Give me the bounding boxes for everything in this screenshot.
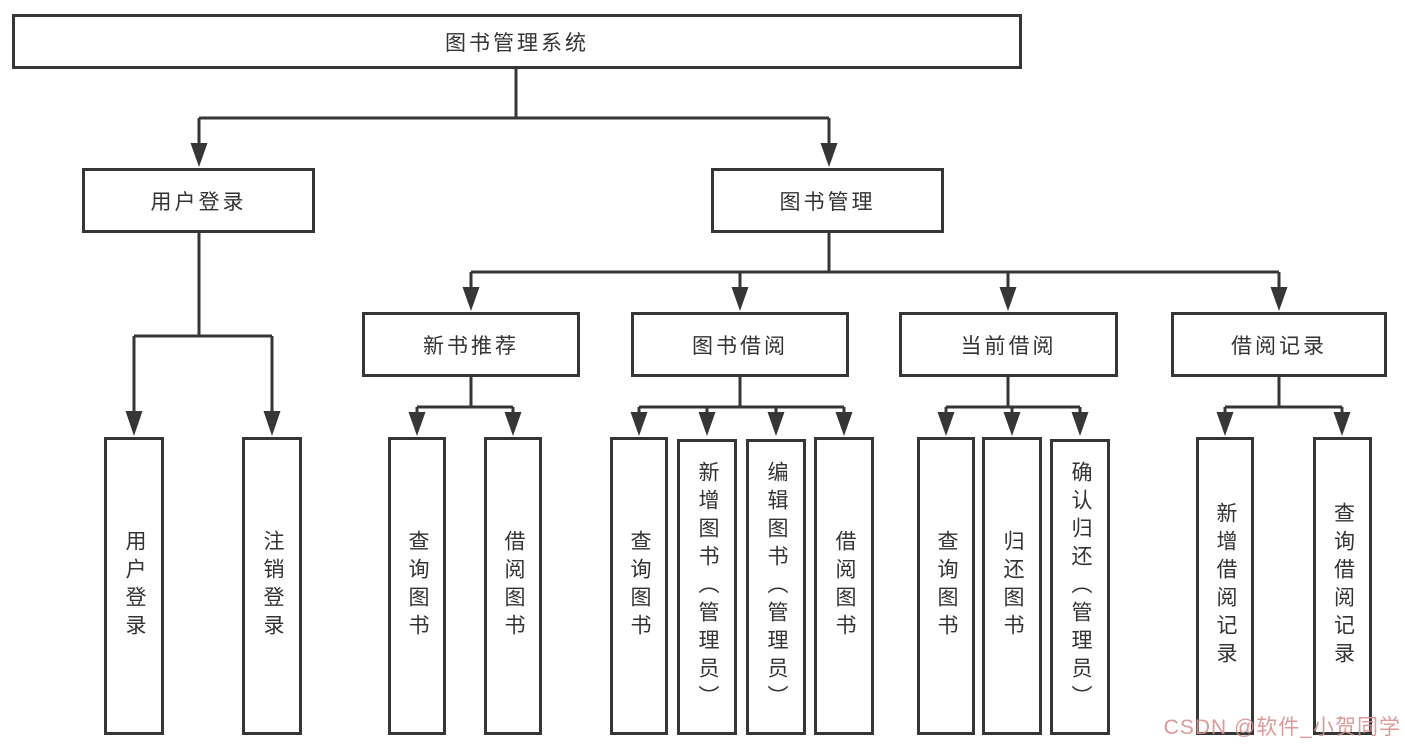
node-root-label: 图书管理系统 — [445, 31, 589, 55]
node-book-borrow: 图书借阅 — [631, 312, 849, 377]
node-borrow-records-label: 借阅记录 — [1231, 334, 1327, 358]
arrowheads — [125, 143, 1351, 436]
leaf-cb-confirm-return-admin-label: 确认归还（管理员） — [1069, 461, 1092, 713]
node-root: 图书管理系统 — [12, 14, 1022, 69]
leaf-br-query-record-label: 查询借阅记录 — [1331, 502, 1355, 670]
node-book-management-label: 图书管理 — [779, 190, 876, 214]
leaf-br-add-record-label: 新增借阅记录 — [1214, 502, 1237, 670]
node-book-borrow-label: 图书借阅 — [692, 334, 788, 358]
leaf-bb-edit-books-admin-label: 编辑图书（管理员） — [765, 461, 788, 713]
leaf-cb-return-books: 归还图书 — [982, 437, 1042, 735]
leaf-nb-query-books: 查询图书 — [388, 437, 446, 735]
leaf-cb-query-books: 查询图书 — [917, 437, 975, 735]
leaf-cb-return-books-label: 归还图书 — [1001, 530, 1024, 642]
leaf-bb-add-books-admin-label: 新增图书（管理员） — [696, 461, 719, 713]
node-book-management: 图书管理 — [711, 168, 944, 233]
leaf-cb-query-books-label: 查询图书 — [935, 530, 958, 642]
leaf-user-login-label: 用户登录 — [123, 530, 146, 642]
node-new-book-recommend-label: 新书推荐 — [423, 334, 519, 358]
node-new-book-recommend: 新书推荐 — [362, 312, 580, 377]
leaf-logout-label: 注销登录 — [261, 530, 284, 642]
leaf-logout: 注销登录 — [242, 437, 302, 735]
node-borrow-records: 借阅记录 — [1171, 312, 1387, 377]
leaf-user-login: 用户登录 — [104, 437, 164, 735]
node-current-borrow-label: 当前借阅 — [960, 334, 1057, 358]
leaf-br-add-record: 新增借阅记录 — [1196, 437, 1254, 735]
leaf-bb-edit-books-admin: 编辑图书（管理员） — [746, 439, 806, 735]
leaf-nb-borrow-books: 借阅图书 — [484, 437, 542, 735]
node-user-login-label: 用户登录 — [150, 190, 247, 214]
leaf-bb-query-books-label: 查询图书 — [628, 530, 651, 642]
leaf-bb-query-books: 查询图书 — [610, 437, 668, 735]
leaf-bb-borrow-books: 借阅图书 — [814, 437, 874, 735]
leaf-nb-borrow-books-label: 借阅图书 — [502, 530, 525, 642]
leaf-nb-query-books-label: 查询图书 — [406, 530, 429, 642]
leaf-br-query-record: 查询借阅记录 — [1313, 437, 1372, 735]
leaf-cb-confirm-return-admin: 确认归还（管理员） — [1050, 439, 1110, 735]
csdn-watermark: CSDN @软件_小贺同学 — [1163, 716, 1401, 739]
leaf-bb-add-books-admin: 新增图书（管理员） — [677, 439, 737, 735]
node-user-login: 用户登录 — [82, 168, 315, 233]
node-current-borrow: 当前借阅 — [899, 312, 1118, 377]
leaf-bb-borrow-books-label: 借阅图书 — [833, 530, 856, 642]
